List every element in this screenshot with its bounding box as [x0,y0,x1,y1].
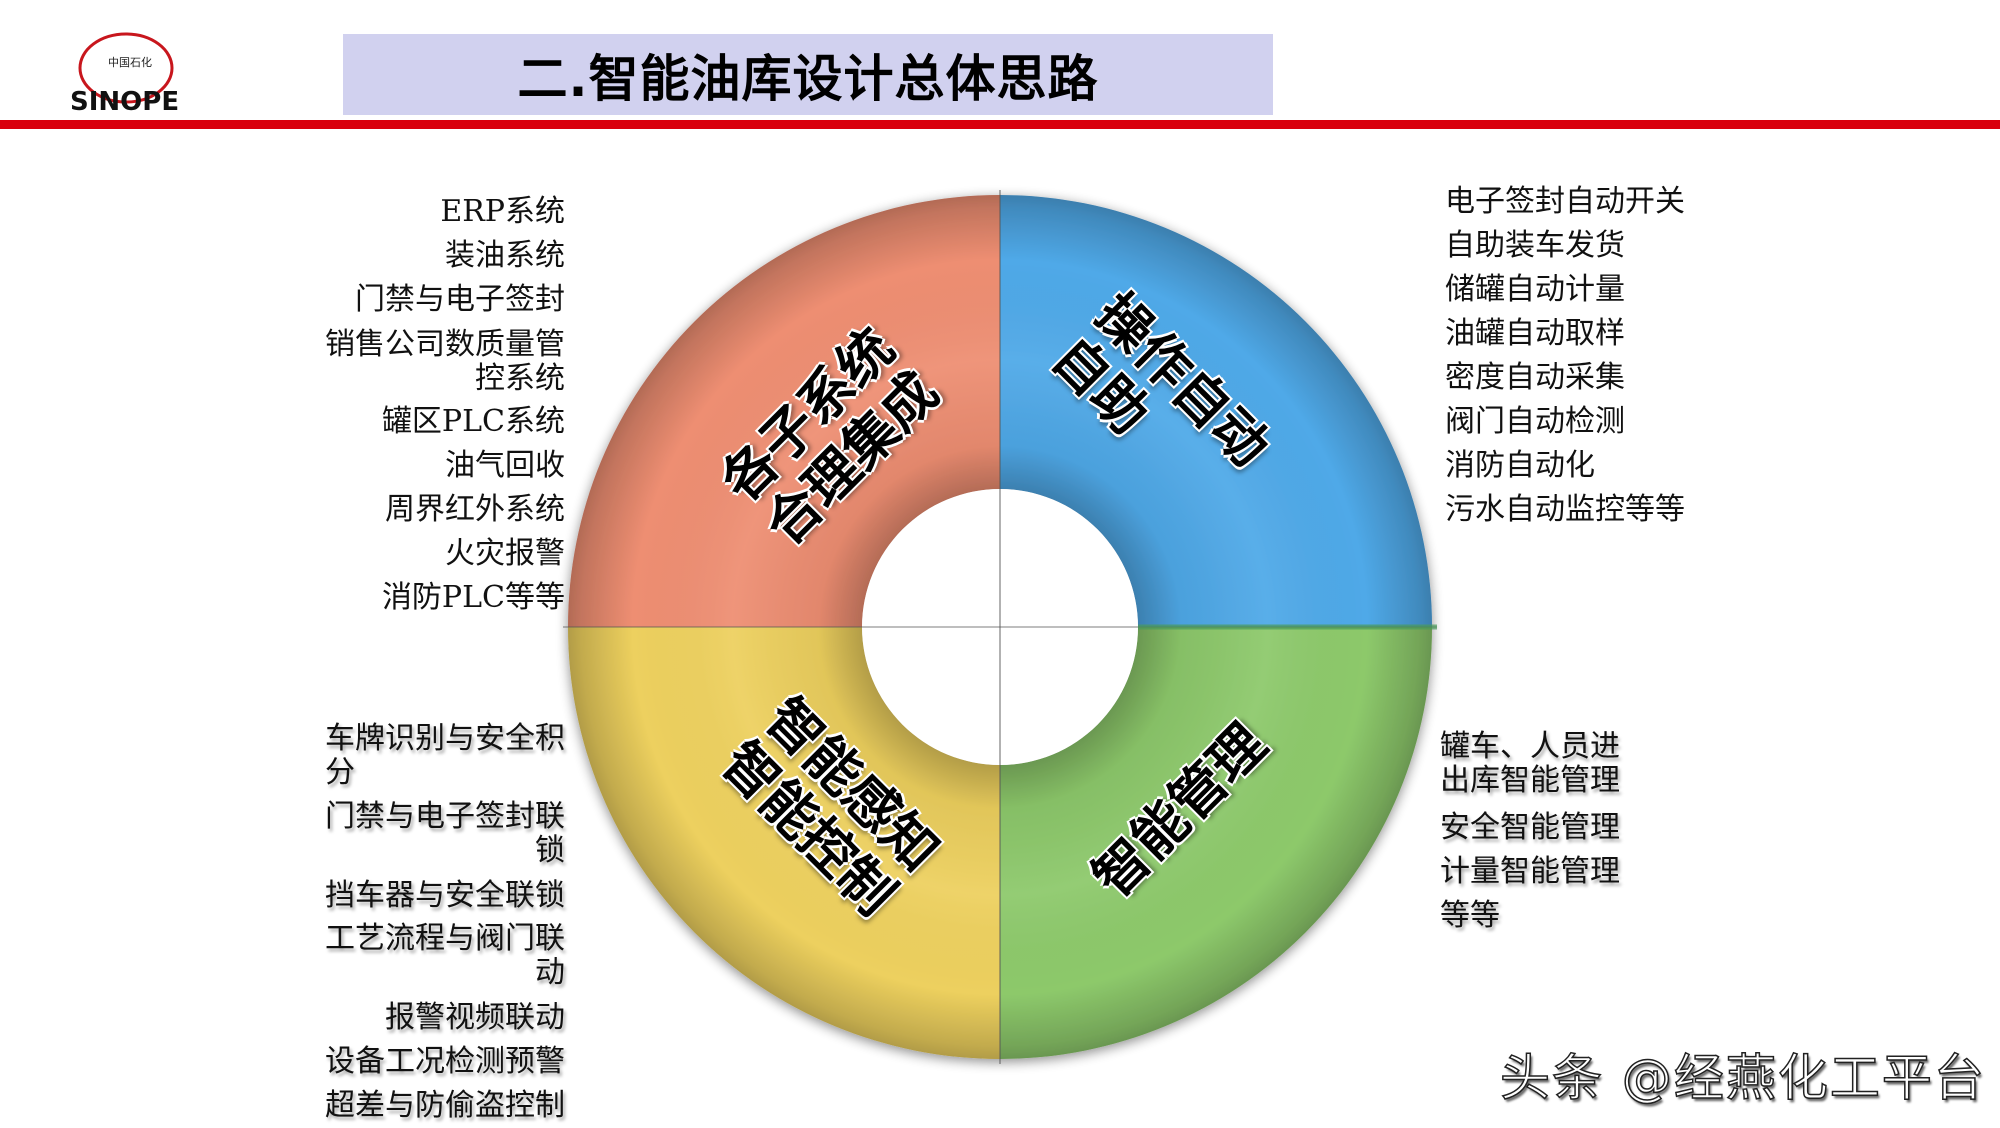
list-item: 油罐自动取样 [1445,316,1625,351]
sinopec-logo-icon: 中国石化 SINOPEC [70,32,198,117]
quadrant-label-bottom-right: 智能管理 [1081,712,1279,910]
list-item: 工艺流程与阀门联 动 [325,921,565,990]
watermark: 头条 @经燕化工平台 [1499,1048,1986,1108]
list-item: 安全智能管理 [1440,810,1620,845]
list-item: 超差与防偷盗控制 [325,1088,565,1123]
list-item: 计量智能管理 [1440,854,1620,889]
list-item: 阀门自动检测 [1445,404,1625,439]
list-item: 报警视频联动 [385,1000,565,1035]
list-item: 销售公司数质量管 控系统 [325,327,565,396]
quadrant-label-top-right: 操作自动 自助 [1040,281,1282,479]
list-item: 自助装车发货 [1445,228,1625,263]
list-item: 门禁与电子签封联 锁 [325,799,565,868]
list-top-left: ERP系统 装油系统 门禁与电子签封 销售公司数质量管 控系统 罐区PLC系统 … [325,190,565,620]
list-item: 密度自动采集 [1445,360,1625,395]
list-item: 污水自动监控等等 [1445,492,1685,527]
quadrant-bottom-right-shading [1000,627,1432,1059]
sinopec-logo: 中国石化 SINOPEC [68,30,198,117]
quadrant-bottom-right [1000,627,1432,1059]
list-bottom-left: 车牌识别与安全积 分 门禁与电子签封联 锁 挡车器与安全联锁 工艺流程与阀门联 … [325,718,565,1128]
list-item: 等等 [1440,898,1500,933]
list-item: 电子签封自动开关 [1445,184,1685,219]
list-item: 设备工况检测预警 [325,1044,565,1079]
donut-center-hole [862,489,1138,765]
list-item: 罐车、人员进 出库智能管理 [1440,729,1620,798]
list-top-right: 电子签封自动开关 自助装车发货 储罐自动计量 油罐自动取样 密度自动采集 阀门自… [1445,180,1685,532]
quadrant-label-bottom-left: 智能感知 智能控制 [709,686,951,928]
list-item: 周界红外系统 [385,492,565,527]
logo-en-text: SINOPEC [70,87,178,114]
list-item: 油气回收 [445,448,565,483]
header-divider [0,120,2000,129]
list-item: 消防PLC等等 [381,580,565,615]
list-item: 装油系统 [445,238,565,273]
list-item: 消防自动化 [1445,448,1595,483]
list-item: 火灾报警 [445,536,565,571]
list-item: 储罐自动计量 [1445,272,1625,307]
page-title: 二.智能油库设计总体思路 [517,49,1099,108]
list-item: 挡车器与安全联锁 [325,878,565,913]
list-item: ERP系统 [440,194,565,229]
title-banner: 二.智能油库设计总体思路 [343,34,1273,115]
list-item: 罐区PLC系统 [381,404,565,439]
quadrant-label-top-left: 各子系统 合理集成 [709,316,951,558]
logo-cn-text: 中国石化 [108,55,152,69]
list-bottom-right: 罐车、人员进 出库智能管理 安全智能管理 计量智能管理 等等 [1440,730,1620,938]
list-item: 车牌识别与安全积 分 [325,721,565,790]
list-item: 门禁与电子签封 [355,282,565,317]
